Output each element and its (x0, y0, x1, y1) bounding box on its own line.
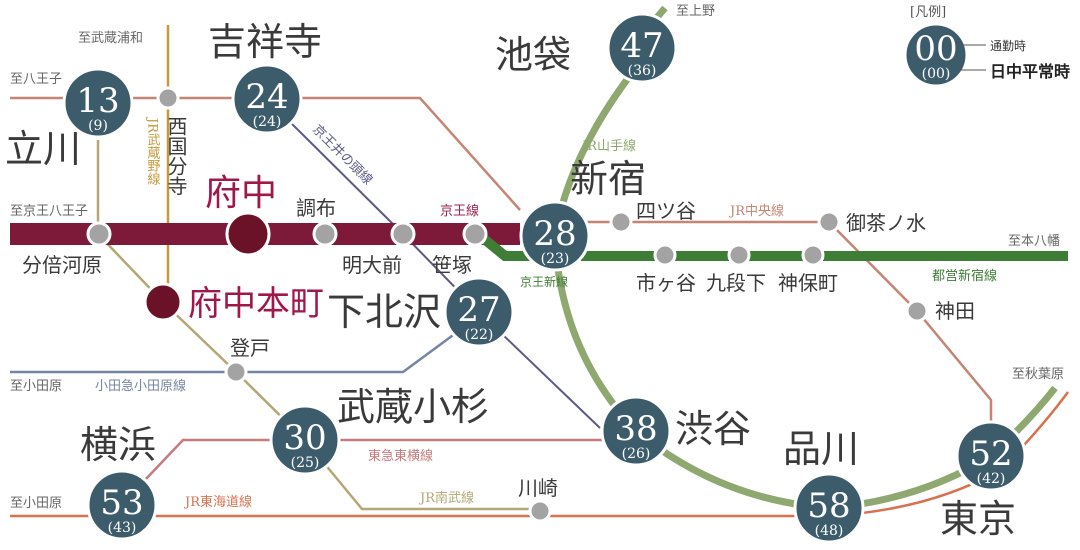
hub-tokyo[interactable]: 52(42) (955, 420, 1027, 492)
label-chofu: 調布 (296, 196, 336, 220)
hub-day-time: (48) (815, 523, 844, 539)
hub-day-time: (42) (977, 471, 1006, 487)
label-bubaigawara: 分倍河原 (22, 253, 102, 277)
dir-odawara-2: 至小田原 (10, 496, 62, 511)
shinjukuline-label: 都営新宿線 (932, 268, 997, 284)
hub-name-shibuya: 渋谷 (675, 407, 751, 451)
odakyu-label: 小田急小田原線 (95, 378, 186, 394)
label-noborito: 登戸 (230, 336, 270, 360)
toyoko-line (144, 438, 636, 481)
hub-name-yokohama: 横浜 (80, 423, 156, 467)
hub-shimokitazawa[interactable]: 27(22) (443, 276, 515, 348)
hub-shinjuku[interactable]: 28(23) (519, 200, 591, 272)
dir-motoyawata: 至本八幡 (1008, 234, 1060, 249)
label-nishikokubunji: 西国分寺 (164, 116, 188, 196)
toyoko-label: 東急東横線 (368, 448, 433, 464)
home-station-fuchuhonmachi[interactable] (143, 282, 183, 322)
inokashira-label: 京王井の頭線 (309, 122, 375, 188)
dir-akihabara: 至秋葉原 (1012, 367, 1064, 382)
hub-rush-time: 28 (533, 214, 576, 254)
hub-name-shimokitazawa: 下北沢 (327, 290, 441, 334)
hub-musashikosugi[interactable]: 30(25) (269, 404, 341, 476)
home-station-fuchu[interactable] (225, 211, 271, 257)
hub-yokohama[interactable]: 53(43) (86, 469, 158, 541)
hub-day-time: (25) (291, 455, 320, 471)
station-ochanomizu[interactable] (817, 210, 841, 234)
hub-day-time: (24) (253, 114, 282, 130)
hub-name-shinjuku: 新宿 (570, 157, 646, 201)
label-kawasaki: 川崎 (518, 476, 558, 500)
hub-day-time: (23) (541, 251, 570, 267)
legend-rush-label: 通勤時 (990, 39, 1026, 53)
hub-rush-time: 27 (457, 290, 500, 330)
legend-title: [凡例] (910, 5, 946, 20)
hub-rush-time: 24 (245, 77, 288, 117)
station-noborito[interactable] (224, 360, 248, 384)
hub-day-time: (36) (628, 63, 657, 79)
hub-rush-time: 53 (100, 483, 143, 523)
station-yotsuya[interactable] (609, 210, 633, 234)
label-fuchuhonmachi: 府中本町 (188, 284, 324, 324)
hub-name-ikebukuro: 池袋 (495, 33, 571, 77)
legend-rush-sample: 00 (914, 29, 957, 69)
keio-label: 京王線 (440, 203, 479, 219)
hub-day-time: (9) (88, 118, 108, 134)
label-ichigaya: 市ヶ谷 (636, 271, 696, 295)
label-meidaimae: 明大前 (342, 253, 402, 277)
hub-name-musashikosugi: 武蔵小杉 (337, 385, 489, 429)
yamanote-label: JR山手線 (580, 138, 636, 154)
hub-shinagawa[interactable]: 58(48) (793, 472, 865, 544)
legend-day-sample: (00) (922, 66, 951, 82)
dir-keiohachioji: 至京王八王子 (10, 204, 88, 219)
station-kawasaki[interactable] (528, 499, 552, 523)
station-kudanshita[interactable] (727, 243, 751, 267)
hub-day-time: (26) (622, 446, 651, 462)
label-kudanshita: 九段下 (706, 271, 766, 295)
shinjuku-line (474, 230, 1068, 261)
label-ochanomizu: 御茶ノ水 (846, 211, 926, 235)
hub-day-time: (43) (108, 520, 137, 536)
dir-hachioji: 至八王子 (10, 72, 62, 87)
legend: [凡例] 00 (00) 通勤時 日中平常時 (903, 5, 1070, 88)
hub-rush-time: 13 (76, 81, 119, 121)
legend-day-label: 日中平常時 (990, 62, 1070, 81)
keioshin-label: 京王新線 (520, 274, 568, 289)
label-kanda: 神田 (935, 299, 975, 323)
hub-rush-time: 58 (807, 486, 850, 526)
tokaido-label: JR東海道線 (183, 494, 252, 510)
odakyu-line (10, 328, 461, 374)
station-jimbocho[interactable] (801, 243, 825, 267)
hub-kichijoji[interactable]: 24(24) (231, 63, 303, 135)
label-yotsuya: 四ツ谷 (636, 199, 696, 223)
station-meidaimae[interactable] (390, 221, 416, 247)
station-nishikokubunji[interactable] (156, 86, 180, 110)
station-ichigaya[interactable] (653, 243, 677, 267)
nambu-label: JR南武線 (418, 490, 474, 506)
station-bubaigawara[interactable] (86, 221, 112, 247)
station-chofu[interactable] (312, 221, 338, 247)
hub-day-time: (22) (465, 327, 494, 343)
hub-rush-time: 30 (283, 418, 326, 458)
hub-name-tokyo: 東京 (940, 497, 1016, 541)
hub-name-shinagawa: 品川 (783, 427, 859, 471)
hub-tachikawa[interactable]: 13(9) (62, 67, 134, 139)
dir-odawara-1: 至小田原 (10, 379, 62, 394)
inokashira-line (289, 121, 601, 429)
dir-ueno: 至上野 (676, 4, 715, 19)
hub-name-kichijoji: 吉祥寺 (208, 20, 322, 64)
label-jimbocho: 神保町 (778, 271, 838, 295)
hub-ikebukuro[interactable]: 47(36) (606, 12, 678, 84)
musashino-label: JR武蔵野線 (145, 116, 161, 185)
chuo-label: JR中央線 (728, 203, 784, 219)
hub-rush-time: 47 (620, 26, 663, 66)
hub-rush-time: 38 (614, 409, 657, 449)
hub-rush-time: 52 (969, 434, 1012, 474)
station-kanda[interactable] (905, 299, 929, 323)
hub-shibuya[interactable]: 38(26) (600, 395, 672, 467)
hub-name-tachikawa: 立川 (5, 127, 81, 171)
dir-musashiurawa: 至武蔵浦和 (78, 31, 143, 46)
station-sasazuka[interactable] (462, 221, 488, 247)
label-sasazuka: 笹塚 (432, 253, 472, 277)
label-fuchu: 府中 (205, 173, 277, 214)
